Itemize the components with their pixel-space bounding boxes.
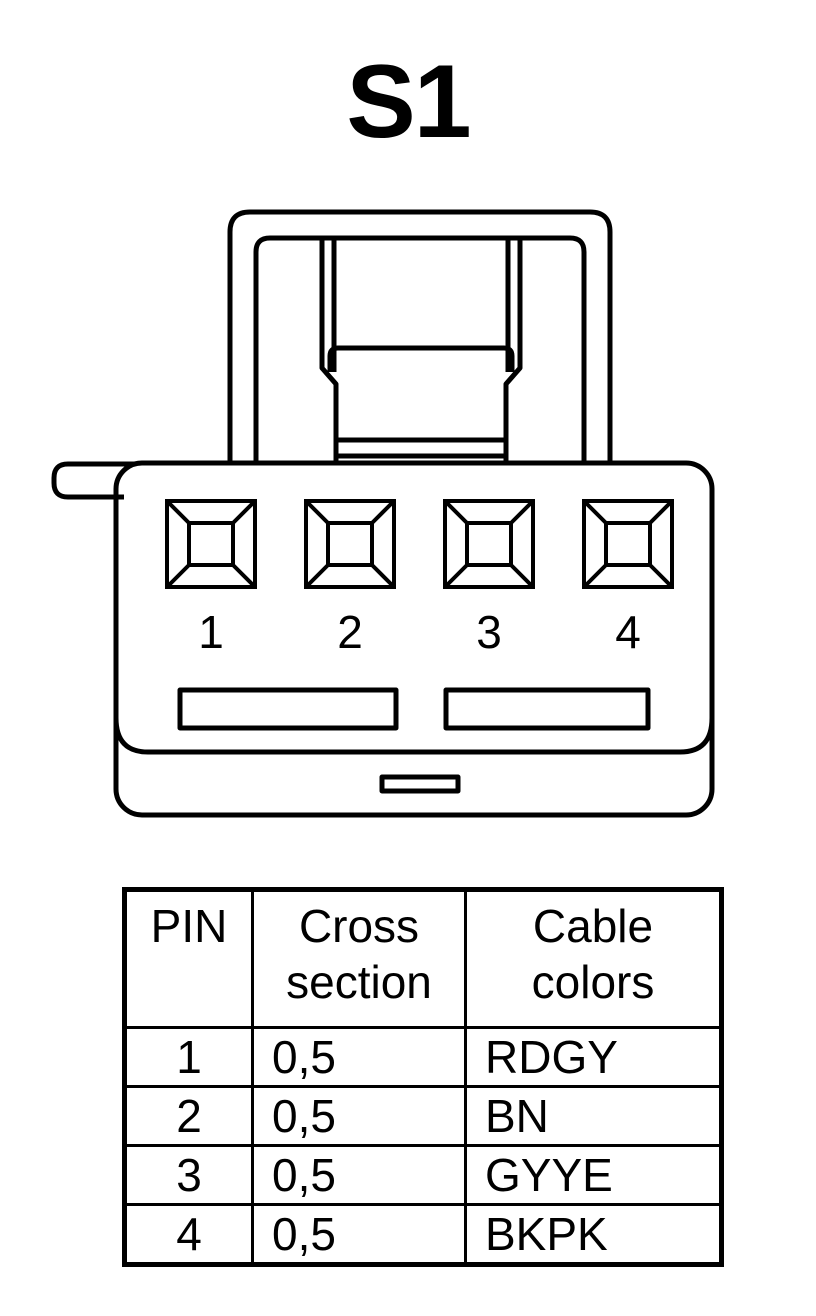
cell-cross-section: 0,5 [251,1085,467,1147]
table-row: 2 0,5 BN [123,1085,723,1147]
table-row: 1 0,5 RDGY [123,1026,723,1088]
pin-label-2: 2 [337,606,363,658]
table-header-row: PIN Cross section Cable colors [123,888,723,1029]
header-cross-line2: section [286,956,432,1008]
connector-title: S1 [346,44,471,160]
table-row: 3 0,5 GYYE [123,1144,723,1206]
cell-pin: 2 [123,1085,254,1147]
header-cross-line1: Cross [298,900,420,952]
header-colors-line2: colors [531,956,655,1008]
connector-side-tab [51,461,134,500]
pin-cavity-1 [165,499,257,589]
connector-diagram: 1 2 3 4 [51,209,715,818]
pin-cavity-3 [443,499,535,589]
header-cross-section: Cross section [251,888,467,1029]
pin-label-3: 3 [476,606,502,658]
cell-cable-color: GYYE [464,1144,723,1206]
header-colors-line1: Cable [532,900,654,952]
cell-pin: 4 [123,1203,254,1266]
cell-cross-section: 0,5 [251,1026,467,1088]
cell-cable-color: RDGY [464,1026,723,1088]
pin-label-4: 4 [615,606,641,658]
cell-cross-section: 0,5 [251,1203,467,1266]
cell-cable-color: BN [464,1085,723,1147]
pin-cavity-4 [582,499,674,589]
cell-pin: 3 [123,1144,254,1206]
table-row: 4 0,5 BKPK [123,1203,723,1266]
cell-cross-section: 0,5 [251,1144,467,1206]
pin-assignment-table: PIN Cross section Cable colors 1 0,5 RDG… [122,887,724,1267]
connector-housing [113,460,715,818]
connector-latch [227,209,613,465]
cell-cable-color: BKPK [464,1203,723,1266]
pin-label-1: 1 [198,606,224,658]
pin-cavity-2 [304,499,396,589]
cell-pin: 1 [123,1026,254,1088]
header-cable-colors: Cable colors [464,888,723,1029]
header-pin: PIN [123,888,254,1029]
